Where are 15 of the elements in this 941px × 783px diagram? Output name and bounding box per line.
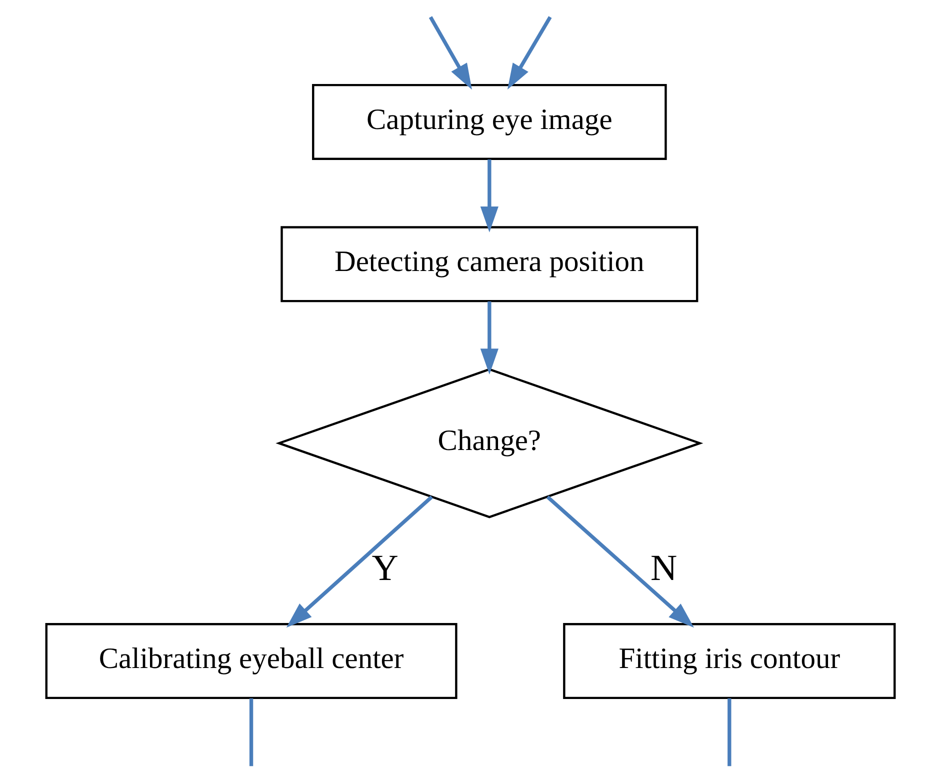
arrow [480, 159, 498, 232]
node-box: Capturing eye image [312, 84, 667, 160]
arrow [546, 496, 694, 628]
arrow [286, 496, 433, 628]
arrow [507, 16, 552, 90]
node-diamond: Change? [276, 368, 704, 518]
edge-label: N [650, 546, 678, 588]
edge-label: Y [372, 546, 398, 588]
arrow [480, 301, 498, 375]
node-box: Detecting camera position [280, 226, 698, 302]
connector [249, 698, 254, 766]
node-box: Calibrating eyeball center [45, 622, 458, 700]
node-box: Fitting iris contour [563, 622, 896, 700]
connector [728, 698, 732, 766]
arrow [428, 16, 472, 90]
